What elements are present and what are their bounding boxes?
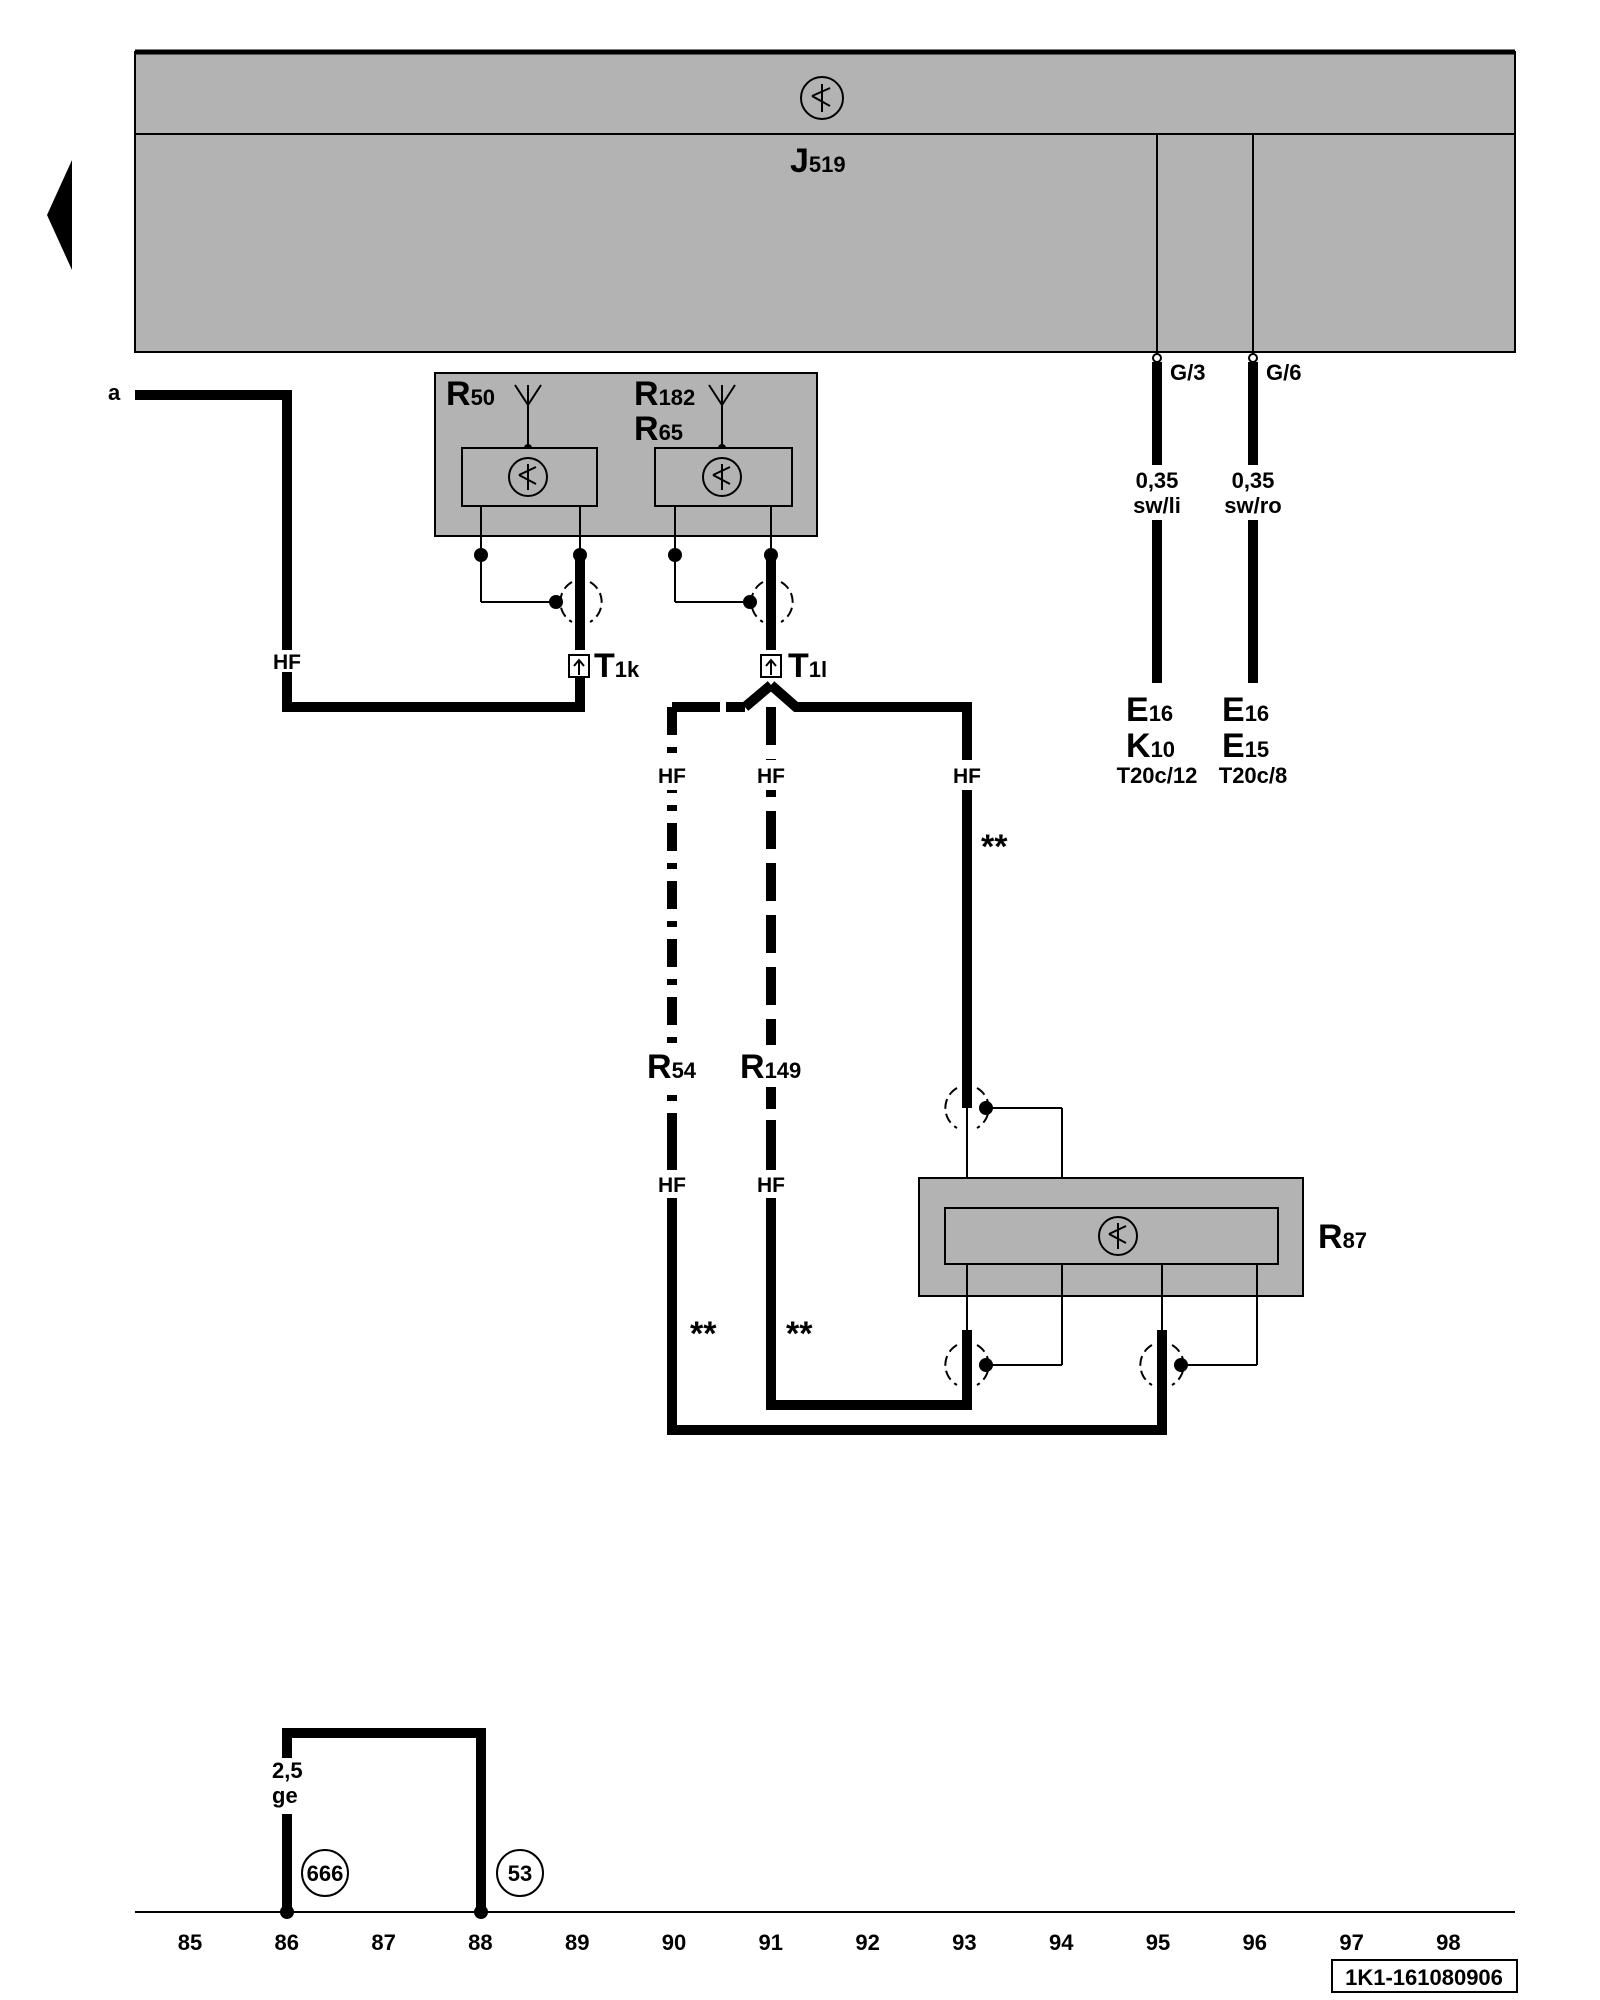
track-number-89: 89 <box>565 1930 589 1955</box>
amplifier-r50-icon <box>508 457 548 497</box>
cross-ref-a: a <box>108 380 121 405</box>
cable-label-r54: R54 <box>647 1048 697 1086</box>
j519-label: J519 <box>790 142 846 180</box>
r50-label: R50 <box>446 375 495 413</box>
r182-label: R182 <box>634 375 695 413</box>
hf-label-r149-top: HF <box>757 765 785 788</box>
hf-label-a: HF <box>273 651 301 674</box>
note-r54-cable: ** <box>690 1315 717 1353</box>
track-number-93: 93 <box>952 1930 976 1955</box>
target-96-ref: T20c/8 <box>1219 763 1288 788</box>
target-95-ref: T20c/12 <box>1117 763 1198 788</box>
shield-t1l <box>668 548 794 678</box>
wire-96-size: 0,35 <box>1232 468 1275 493</box>
hf-label-r54-bottom: HF <box>658 1174 686 1197</box>
track-number-85: 85 <box>178 1930 202 1955</box>
track-number-91: 91 <box>759 1930 783 1955</box>
track-number-92: 92 <box>855 1930 879 1955</box>
hf-label-r87-top: HF <box>953 765 981 788</box>
doc-id: 1K1-161080906 <box>1345 1965 1503 1990</box>
track-number-88: 88 <box>468 1930 492 1955</box>
wire-86-size: 2,5 <box>272 1758 303 1783</box>
hf-cable-to-r87 <box>767 681 972 1108</box>
svg-text:53: 53 <box>508 1861 532 1886</box>
track-number-87: 87 <box>371 1930 395 1955</box>
ground-point-53: 53 <box>496 1849 544 1897</box>
svg-text:666: 666 <box>307 1861 344 1886</box>
antenna-module-r50-r182: R50 R182 R65 <box>434 372 818 555</box>
wire-96-color: sw/ro <box>1224 493 1281 518</box>
hf-label-r149-bottom: HF <box>757 1174 785 1197</box>
target-95-e16: E16 <box>1126 691 1173 729</box>
track-numbers: 85 86 87 88 89 90 91 92 93 94 95 96 97 98 <box>178 1930 1461 1955</box>
antenna-symbol-icon <box>800 76 844 120</box>
wire-86-88 <box>282 1728 486 1910</box>
antenna-module-r87: R87 <box>918 1087 1367 1430</box>
track-number-97: 97 <box>1339 1930 1363 1955</box>
pin-g6: G/6 <box>1266 360 1301 385</box>
hf-label-r54-top: HF <box>658 765 686 788</box>
target-96-e15: E15 <box>1222 727 1269 765</box>
track-number-90: 90 <box>662 1930 686 1955</box>
track-number-95: 95 <box>1146 1930 1170 1955</box>
previous-page-arrow-icon[interactable] <box>47 160 72 270</box>
r87-label: R87 <box>1318 1218 1367 1256</box>
track-number-96: 96 <box>1243 1930 1267 1955</box>
amplifier-r87-icon <box>1098 1216 1138 1256</box>
hf-cable-a <box>135 390 585 712</box>
r65-label: R65 <box>634 410 683 448</box>
target-95-k10: K10 <box>1126 727 1175 765</box>
doc-id-box <box>1331 1959 1518 1993</box>
amplifier-r182-icon <box>702 457 742 497</box>
wire-95-color: sw/li <box>1133 493 1181 518</box>
track-number-94: 94 <box>1049 1930 1074 1955</box>
wire-86-color: ge <box>272 1783 298 1808</box>
pin-g3: G/3 <box>1170 360 1205 385</box>
hf-split-left <box>741 681 775 711</box>
wire-95-size: 0,35 <box>1136 468 1179 493</box>
cable-label-r149: R149 <box>740 1048 801 1086</box>
control-unit-j519: J519 <box>134 49 1516 355</box>
ground-point-666: 666 <box>301 1849 349 1897</box>
shield-t1k <box>474 548 603 678</box>
track-number-98: 98 <box>1436 1930 1460 1955</box>
connector-t1k: T1k <box>594 647 640 685</box>
target-96-e16: E16 <box>1222 691 1269 729</box>
track-number-86: 86 <box>275 1930 299 1955</box>
note-r87-cable: ** <box>981 828 1008 866</box>
note-r149-cable: ** <box>786 1315 813 1353</box>
connector-t1l: T1l <box>788 647 827 685</box>
